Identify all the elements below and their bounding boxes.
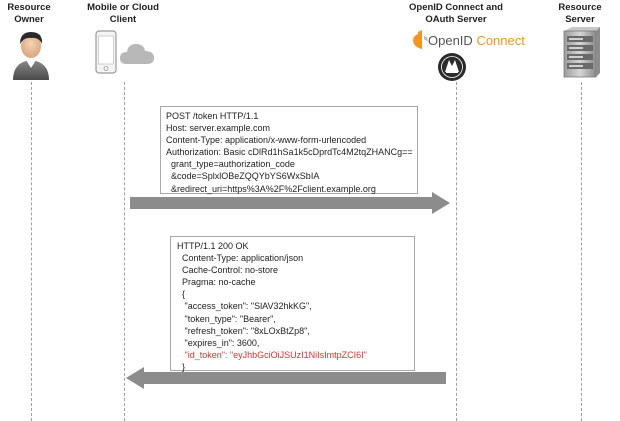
openid-logo-icon (413, 30, 428, 49)
smartphone-icon (95, 30, 117, 74)
connect-text: Connect (476, 33, 525, 48)
response-line: "expires_in": 3600, (177, 337, 260, 348)
actor-label-client: Mobile or Cloud Client (58, 2, 188, 26)
request-line: grant_type=authorization_code (166, 159, 295, 170)
actor-label-line: Resource (558, 2, 602, 13)
response-line: { (177, 289, 186, 300)
lifeline-client (124, 82, 125, 421)
token-response-box: HTTP/1.1 200 OK Content-Type: applicatio… (170, 236, 415, 372)
response-line: Cache-Control: no-store (177, 265, 279, 276)
actor-label-line: OpenID Connect and (409, 2, 503, 13)
request-line: &redirect_uri=https%3A%2F%2Fclient.examp… (166, 183, 376, 194)
request-line: Authorization: Basic cDlRd1hSa1k5cDprdTc… (166, 147, 413, 158)
openid-connect-logo-text: OpenID Connect (428, 33, 525, 49)
actor-label-line: Client (109, 14, 137, 25)
request-line: Host: server.example.com (166, 123, 271, 134)
cloud-icon (120, 44, 154, 64)
user-avatar-icon (13, 32, 49, 80)
actor-label-line: OAuth Server (425, 14, 487, 25)
server-seal-icon (438, 53, 466, 81)
actor-label-line: Owner (14, 14, 44, 25)
response-line: "refresh_token": "8xLOxBtZp8", (177, 325, 310, 336)
actor-label-resource-server: Resource Server (515, 2, 620, 26)
lifeline-resource-server (581, 82, 582, 421)
lifeline-oauth-server (456, 82, 457, 421)
request-line: POST /token HTTP/1.1 (166, 111, 259, 121)
response-line: } (177, 361, 186, 372)
response-arrow (126, 367, 446, 389)
actor-label-line: Server (565, 14, 595, 25)
actor-label-oauth-server: OpenID Connect and OAuth Server (391, 2, 521, 26)
id-token-line: "id_token": "eyJhbGciOiJSUzI1NiIsImtpZCI… (177, 349, 367, 360)
actor-label-line: Mobile or Cloud (87, 2, 159, 13)
token-request-box: POST /token HTTP/1.1 Host: server.exampl… (160, 106, 418, 194)
server-rack-icon (563, 27, 600, 78)
actor-label-line: Resource (7, 2, 51, 13)
openid-text: OpenID (428, 33, 473, 48)
lifeline-resource-owner (31, 82, 32, 421)
request-arrow (130, 192, 450, 214)
request-line: Content-Type: application/x-www-form-url… (166, 135, 367, 146)
response-line: Content-Type: application/json (177, 253, 304, 264)
response-line: "token_type": "Bearer", (177, 313, 276, 324)
response-line: "access_token": "SlAV32hkKG", (177, 301, 312, 312)
request-line: &code=SplxlOBeZQQYbYS6WxSbIA (166, 171, 320, 182)
response-line: HTTP/1.1 200 OK (177, 241, 249, 251)
actor-label-resource-owner: Resource Owner (0, 2, 94, 26)
response-line: Pragma: no-cache (177, 277, 256, 288)
